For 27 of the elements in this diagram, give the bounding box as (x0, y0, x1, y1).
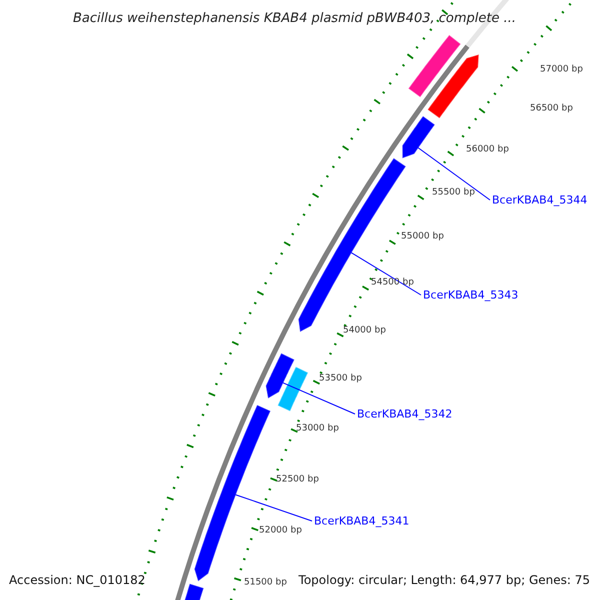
leader-line (235, 494, 312, 522)
gene-label: BcerKBAB4_5343 (423, 290, 518, 300)
tick-label: 54000 bp (343, 326, 386, 336)
gene-feature (408, 34, 461, 98)
gene-label: BcerKBAB4_5344 (492, 194, 588, 206)
tick-label: 53500 bp (319, 374, 362, 384)
tick-label: 55000 bp (401, 232, 444, 242)
accession-note: Accession: NC_010182 (9, 574, 146, 586)
gene-feature (266, 353, 294, 398)
leader-line (282, 382, 356, 414)
tick-label: 51500 bp (244, 578, 287, 588)
tick-label: 53000 bp (296, 424, 339, 434)
gene-feature (402, 116, 435, 158)
summary-note: Topology: circular; Length: 64,977 bp; Genes: 75 (298, 574, 590, 586)
leader-line (350, 252, 422, 296)
leader-line (418, 147, 490, 200)
tick-label: 55500 bp (432, 188, 475, 198)
tick-label: 57000 bp (540, 66, 583, 74)
gene-label: BcerKBAB4_5342 (357, 408, 452, 420)
gene-feature (428, 54, 479, 118)
tick-label: 56000 bp (466, 146, 509, 154)
tick-label: 54500 bp (371, 278, 414, 288)
gene-feature (278, 366, 308, 412)
gene-label: BcerKBAB4_5341 (314, 516, 410, 526)
tick-label: 52000 bp (259, 526, 302, 536)
tick-label: 56500 bp (530, 104, 573, 114)
title: Bacillus weihenstephanensis KBAB4 plasmid pBWB403, complete ... (73, 10, 516, 28)
